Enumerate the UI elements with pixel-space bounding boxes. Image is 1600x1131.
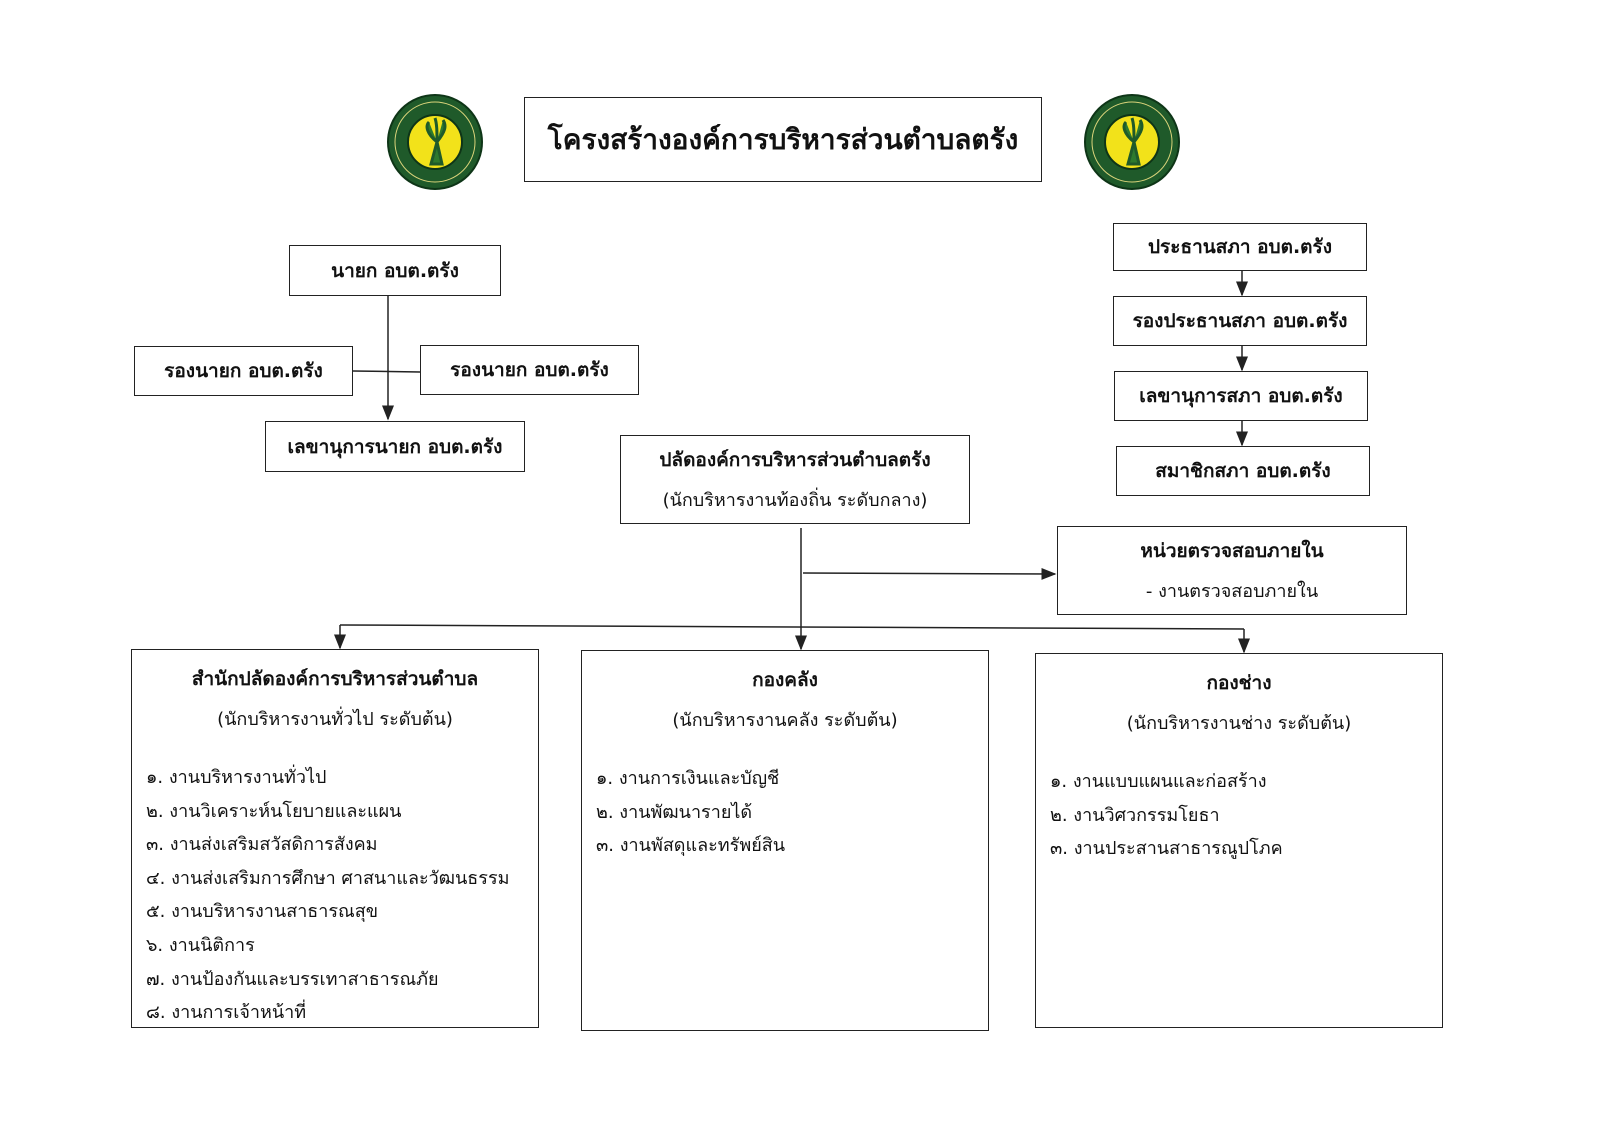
department-subtitle: (นักบริหารงานช่าง ระดับต้น) [1126, 713, 1352, 734]
chief-box: ปลัดองค์การบริหารส่วนตำบลตรัง (นักบริหาร… [620, 435, 970, 524]
logo-left [387, 94, 483, 190]
department-engineering-box: กองช่าง (นักบริหารงานช่าง ระดับต้น) ๑. ง… [1035, 653, 1443, 1028]
list-item: ๒. งานวิเคราะห์นโยบายและแผน [146, 800, 402, 822]
list-item: ๑. งานการเงินและบัญชี [596, 768, 780, 789]
departments-bus-line [339, 624, 1245, 630]
list-item: ๒. งานวิศวกรรมโยธา [1050, 804, 1220, 826]
department-title: กองคลัง [752, 669, 818, 691]
list-item: ๔. งานส่งเสริมการศึกษา ศาสนาและวัฒนธรรม [146, 867, 510, 889]
audit-title: หน่วยตรวจสอบภายใน [1140, 540, 1324, 562]
department-task-list: ๑. งานการเงินและบัญชี ๒. งานพัฒนารายได้ … [582, 762, 988, 863]
list-item: ๕. งานบริหารงานสาธารณสุข [146, 901, 379, 923]
department-title: สำนักปลัดองค์การบริหารส่วนตำบล [191, 668, 479, 690]
list-item: ๑. งานบริหารงานทั่วไป [146, 767, 327, 788]
deputy-mayor-right-box: รองนายก อบต.ตรัง [420, 345, 639, 395]
list-item: ๘. งานการเจ้าหน้าที่ [146, 1002, 307, 1024]
list-item: ๓. งานประสานสาธารณูปโภค [1050, 838, 1283, 860]
council-chair-label: ประธานสภา อบต.ตรัง [1148, 236, 1332, 258]
mayor-box: นายก อบต.ตรัง [289, 245, 501, 296]
department-task-list: ๑. งานบริหารงานทั่วไป ๒. งานวิเคราะห์นโย… [132, 761, 538, 1030]
department-subtitle: (นักบริหารงานทั่วไป ระดับต้น) [217, 709, 453, 730]
list-item: ๒. งานพัฒนารายได้ [596, 801, 753, 823]
council-members-box: สมาชิกสภา อบต.ตรัง [1116, 446, 1370, 496]
deputy-mayor-label: รองนายก อบต.ตรัง [450, 359, 609, 381]
department-subtitle: (นักบริหารงานคลัง ระดับต้น) [672, 710, 898, 731]
council-vice-chair-label: รองประธานสภา อบต.ตรัง [1132, 310, 1348, 332]
council-secretary-box: เลขานุการสภา อบต.ตรัง [1114, 371, 1368, 421]
deputy-mayor-left-box: รองนายก อบต.ตรัง [134, 346, 353, 396]
mayor-label: นายก อบต.ตรัง [331, 259, 459, 282]
department-title: กองช่าง [1206, 672, 1272, 694]
council-members-label: สมาชิกสภา อบต.ตรัง [1155, 460, 1331, 482]
chief-subtitle: (นักบริหารงานท้องถิ่น ระดับกลาง) [662, 490, 928, 511]
deputies-line [352, 370, 421, 373]
council-secretary-label: เลขานุการสภา อบต.ตรัง [1139, 385, 1343, 407]
department-task-list: ๑. งานแบบแผนและก่อสร้าง ๒. งานวิศวกรรมโย… [1036, 765, 1442, 866]
mayor-secretary-box: เลขานุการนายก อบต.ตรัง [265, 421, 525, 472]
list-item: ๓. งานพัสดุและทรัพย์สิน [596, 835, 786, 857]
deputy-mayor-label: รองนายก อบต.ตรัง [164, 360, 323, 382]
chief-to-audit-line [802, 567, 1057, 580]
logo-right [1084, 94, 1180, 190]
title-box: โครงสร้างองค์การบริหารส่วนตำบลตรัง [524, 97, 1042, 182]
audit-box: หน่วยตรวจสอบภายใน - งานตรวจสอบภายใน [1057, 526, 1407, 615]
department-office-box: สำนักปลัดองค์การบริหารส่วนตำบล (นักบริหา… [131, 649, 539, 1028]
page-title: โครงสร้างองค์การบริหารส่วนตำบลตรัง [547, 122, 1019, 156]
mayor-secretary-label: เลขานุการนายก อบต.ตรัง [287, 435, 503, 458]
council-chair-box: ประธานสภา อบต.ตรัง [1113, 223, 1367, 271]
list-item: ๑. งานแบบแผนและก่อสร้าง [1050, 771, 1267, 792]
council-vice-chair-box: รองประธานสภา อบต.ตรัง [1113, 296, 1367, 346]
audit-subtitle: - งานตรวจสอบภายใน [1145, 581, 1319, 602]
department-finance-box: กองคลัง (นักบริหารงานคลัง ระดับต้น) ๑. ง… [581, 650, 989, 1031]
list-item: ๖. งานนิติการ [146, 934, 255, 956]
list-item: ๗. งานป้องกันและบรรเทาสาธารณภัย [146, 968, 439, 990]
list-item: ๓. งานส่งเสริมสวัสดิการสังคม [146, 834, 378, 856]
chief-title: ปลัดองค์การบริหารส่วนตำบลตรัง [659, 449, 931, 471]
